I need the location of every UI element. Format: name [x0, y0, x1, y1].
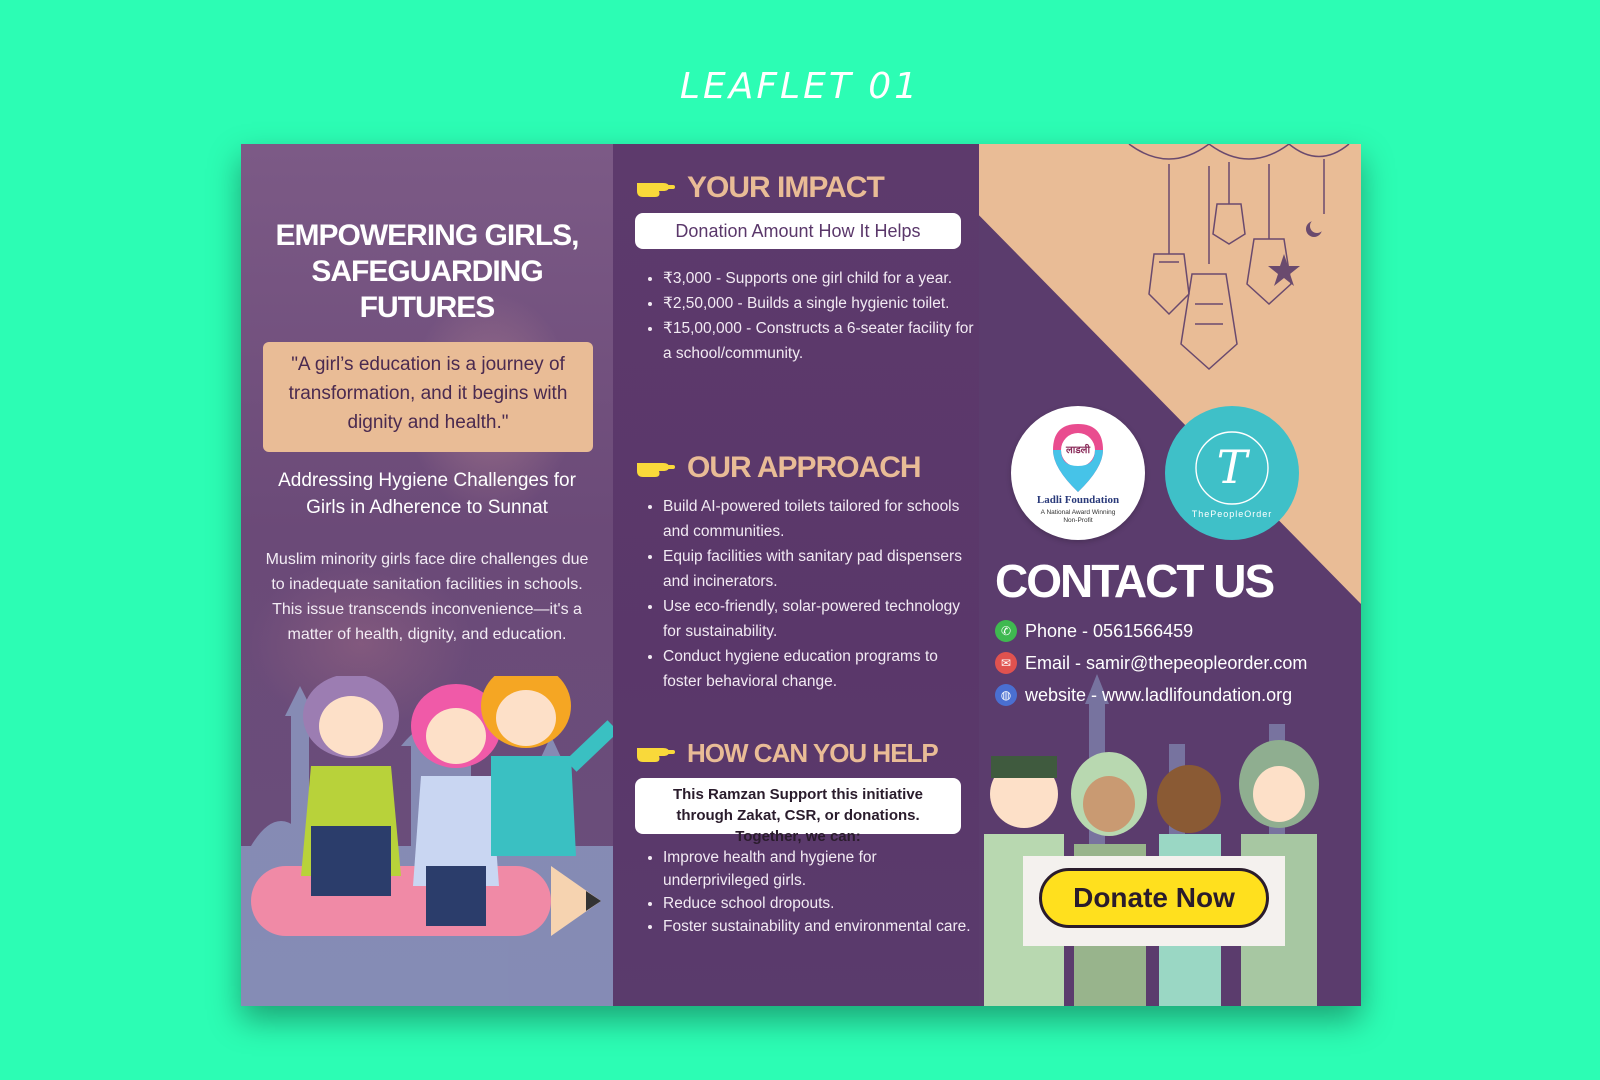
map-pin-icon [1053, 424, 1103, 492]
quote-box: "A girl’s education is a journey of tran… [263, 342, 593, 452]
list-item: ₹15,00,000 - Constructs a 6-seater facil… [663, 316, 977, 366]
thepeopleorder-logo: T ThePeopleOrder [1165, 406, 1299, 540]
help-heading: HOW CAN YOU HELP [635, 733, 939, 773]
phone-text: Phone - 0561566459 [1025, 620, 1194, 641]
contact-heading: CONTACT US [995, 555, 1275, 607]
ladli-name: Ladli Foundation [1036, 494, 1120, 506]
mail-icon: ✉ [995, 652, 1017, 674]
impact-heading: YOUR IMPACT [635, 168, 885, 208]
list-item: Build AI-powered toilets tailored for sc… [663, 494, 977, 544]
phone-icon: ✆ [995, 620, 1017, 642]
pointing-hand-icon [637, 748, 675, 762]
ladli-foundation-logo: लाडली Ladli Foundation A National Award … [1011, 406, 1145, 540]
mosque-children-illustration [241, 676, 613, 1006]
approach-title: OUR APPROACH [687, 451, 922, 484]
impact-title: YOUR IMPACT [687, 171, 885, 204]
pointing-hand-icon [637, 463, 675, 477]
contact-website[interactable]: ◍ website - www.ladlifoundation.org [995, 682, 1292, 708]
middle-panel: YOUR IMPACT Donation Amount How It Helps… [613, 144, 979, 1006]
donate-sign: Donate Now [1023, 856, 1285, 946]
website-text: website - www.ladlifoundation.org [1025, 684, 1293, 705]
list-item: ₹3,000 - Supports one girl child for a y… [663, 266, 977, 291]
impact-pill: Donation Amount How It Helps [635, 213, 961, 249]
ladli-mark: लाडली [1065, 445, 1091, 456]
help-title: HOW CAN YOU HELP [687, 737, 939, 768]
list-item: Improve health and hygiene for underpriv… [663, 846, 977, 892]
donate-button[interactable]: Donate Now [1039, 868, 1269, 928]
page-title: LEAFLET 01 [679, 66, 921, 107]
help-list: Improve health and hygiene for underpriv… [643, 846, 977, 938]
tpo-name: ThePeopleOrder [1191, 509, 1273, 519]
list-item: ₹2,50,000 - Builds a single hygienic toi… [663, 291, 977, 316]
list-item: Reduce school dropouts. [663, 892, 977, 915]
pointing-hand-icon [637, 183, 675, 197]
intro-text: Muslim minority girls face dire challeng… [265, 551, 589, 643]
leaflet: EMPOWERING GIRLS, SAFEGUARDING FUTURES "… [241, 144, 1361, 1006]
contact-phone[interactable]: ✆ Phone - 0561566459 [995, 618, 1193, 644]
list-item: Equip facilities with sanitary pad dispe… [663, 544, 977, 594]
impact-list: ₹3,000 - Supports one girl child for a y… [643, 266, 977, 366]
tpo-mark: T [1216, 440, 1248, 494]
approach-heading: OUR APPROACH [635, 448, 922, 488]
approach-list: Build AI-powered toilets tailored for sc… [643, 494, 977, 694]
left-panel: EMPOWERING GIRLS, SAFEGUARDING FUTURES "… [241, 144, 613, 1006]
email-text: Email - samir@thepeopleorder.com [1025, 652, 1308, 673]
ladli-tagline: A National Award Winning Non-Profit [1040, 509, 1116, 524]
list-item: Foster sustainability and environmental … [663, 915, 977, 938]
t-circle-icon [1195, 431, 1269, 505]
subheading: Addressing Hygiene Challenges for Girls … [278, 470, 576, 518]
main-heading: EMPOWERING GIRLS, SAFEGUARDING FUTURES [275, 219, 579, 324]
globe-icon: ◍ [995, 684, 1017, 706]
help-pill: This Ramzan Support this initiative thro… [635, 778, 961, 845]
right-panel: लाडली Ladli Foundation A National Award … [979, 144, 1361, 1006]
contact-email[interactable]: ✉ Email - samir@thepeopleorder.com [995, 650, 1307, 676]
list-item: Use eco-friendly, solar-powered technolo… [663, 594, 977, 644]
list-item: Conduct hygiene education programs to fo… [663, 644, 977, 694]
